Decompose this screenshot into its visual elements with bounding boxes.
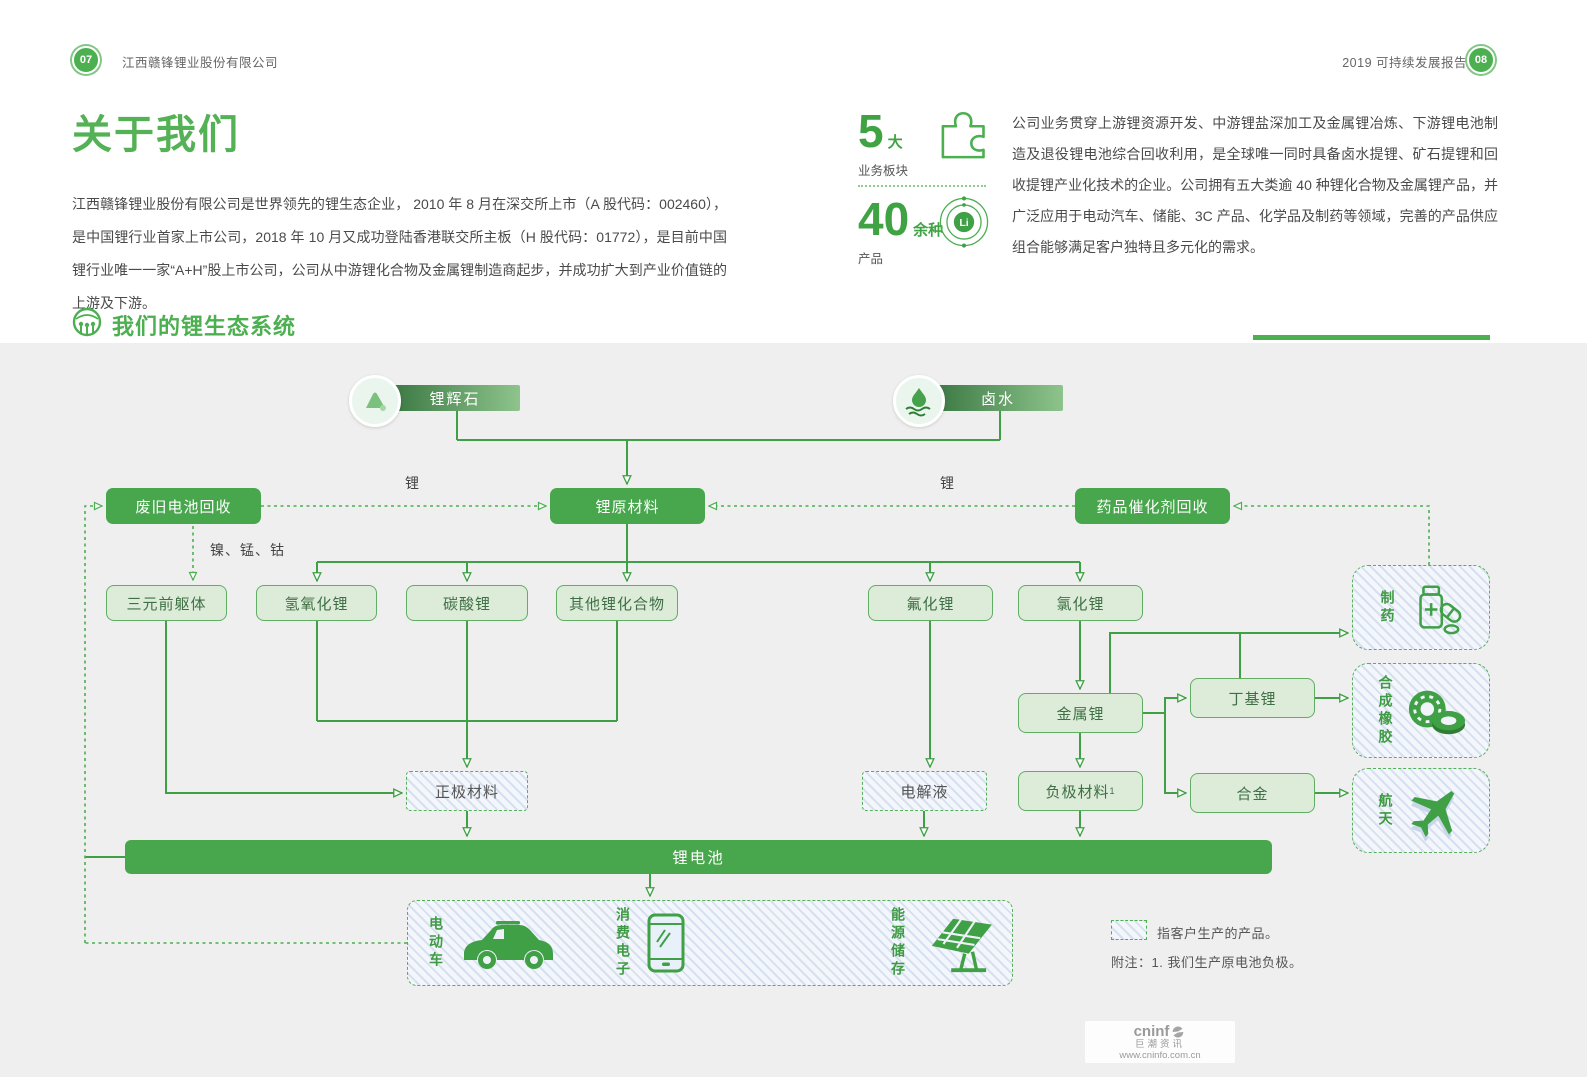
stat-value: 40 [858,193,910,245]
node-lithium-chloride: 氯化锂 [1018,585,1143,621]
lithium-atom-icon: Li [939,196,989,248]
watermark-url: www.cninfo.com.cn [1119,1050,1201,1062]
watermark-brand: cninf [1133,1023,1170,1040]
puzzle-icon [941,111,985,159]
applications-box: 电动车 消费电子 能源储存 [407,900,1013,986]
node-other-lithium-compounds: 其他锂化合物 [556,585,678,621]
page-title: 关于我们 [72,113,240,157]
page-number-right: 08 [1467,46,1495,74]
smartphone-icon [647,913,685,973]
node-raw-material: 锂原材料 [550,488,705,524]
footnote-text: 附注：1. 我们生产原电池负极。 [1111,955,1303,970]
node-battery-recycling: 废旧电池回收 [106,488,261,524]
node-catalyst-recycling: 药品催化剂回收 [1075,488,1230,524]
application-consumer-electronics: 消费电子 [613,901,689,985]
legend-text: 指客户生产的产品。 [1157,926,1279,941]
brine-badge [893,375,945,427]
application-ev: 电动车 [426,901,556,985]
watermark-cn-name: 巨潮资讯 [1134,1039,1185,1051]
page-number-left: 07 [72,46,100,74]
node-synthetic-rubber: 合成橡胶 [1352,663,1490,758]
edge-label-ni-mn-co: 镍、锰、钴 [210,542,285,558]
node-lithium-hydroxide: 氢氧化锂 [256,585,377,621]
node-lithium-metal: 金属锂 [1018,693,1143,733]
node-lithium-fluoride: 氟化锂 [868,585,993,621]
stat-unit: 余种 [913,222,944,239]
report-title: 2019 可持续发展报告 [1342,56,1467,70]
edge-label-lithium-left: 锂 [405,475,420,491]
airplane-icon [1410,790,1454,842]
about-paragraph: 江西赣锋锂业股份有限公司是世界领先的锂生态企业， 2010 年 8 月在深交所上… [72,196,727,311]
node-butyllithium: 丁基锂 [1190,678,1315,718]
stat-label: 业务板块 [858,164,909,178]
legend-swatch [1111,920,1147,940]
tire-icon [1408,690,1465,734]
stat-unit: 大 [887,134,903,151]
node-lithium-battery: 锂电池 [125,840,1272,874]
edge-label-lithium-right: 锂 [940,475,955,491]
node-electrolyte: 电解液 [862,771,987,811]
section-title: 我们的锂生态系统 [112,314,297,339]
aerospace-label: 航天 [1377,792,1394,829]
stats-divider [858,185,986,187]
energy-storage-label: 能源储存 [890,907,906,979]
consumer-electronics-label: 消费电子 [615,907,631,979]
pharma-label: 制药 [1379,589,1396,626]
node-lithium-carbonate: 碳酸锂 [406,585,528,621]
ev-label: 电动车 [428,916,444,970]
anode-footnote-mark: 1 [1109,786,1116,796]
section-accent-bar [1253,335,1490,340]
node-cathode-material: 正极材料 [406,771,528,811]
cninfo-watermark: cninf 巨潮资讯 www.cninfo.com.cn [1085,1021,1235,1063]
company-overview-paragraph: 公司业务贯穿上游锂资源开发、中游锂盐深加工及金属锂冶炼、下游锂电池制造及退役锂电… [1012,115,1498,255]
synthetic-rubber-label: 合成橡胶 [1377,674,1394,747]
car-icon [464,921,553,969]
node-spodumene: 锂辉石 [390,385,520,411]
anode-label: 负极材料 [1045,783,1110,801]
solar-panel-icon [931,918,992,973]
diagram-connectors [84,411,1430,944]
cninfo-logo-icon [1173,1026,1184,1038]
company-name: 江西赣锋锂业股份有限公司 [122,56,279,70]
ecosystem-icon [72,307,102,337]
brine-icon [905,388,931,417]
node-ternary-precursor: 三元前躯体 [106,585,227,621]
spodumene-icon [366,392,386,411]
node-brine: 卤水 [933,385,1063,411]
node-aerospace: 航天 [1352,768,1490,853]
application-energy-storage: 能源储存 [888,901,996,985]
stat-value: 5 [858,105,884,157]
pill-bottle-icon [1418,584,1461,634]
stat-label: 产品 [858,252,884,266]
node-pharma: 制药 [1352,565,1490,650]
lithium-ecosystem-diagram: 锂辉石 卤水 废旧电池回收 锂原材料 药品催化剂回收 锂 锂 镍、锰、钴 三元前… [0,343,1587,1077]
spodumene-badge [349,375,401,427]
node-alloy: 合金 [1190,773,1315,813]
svg-text:Li: Li [959,217,968,229]
